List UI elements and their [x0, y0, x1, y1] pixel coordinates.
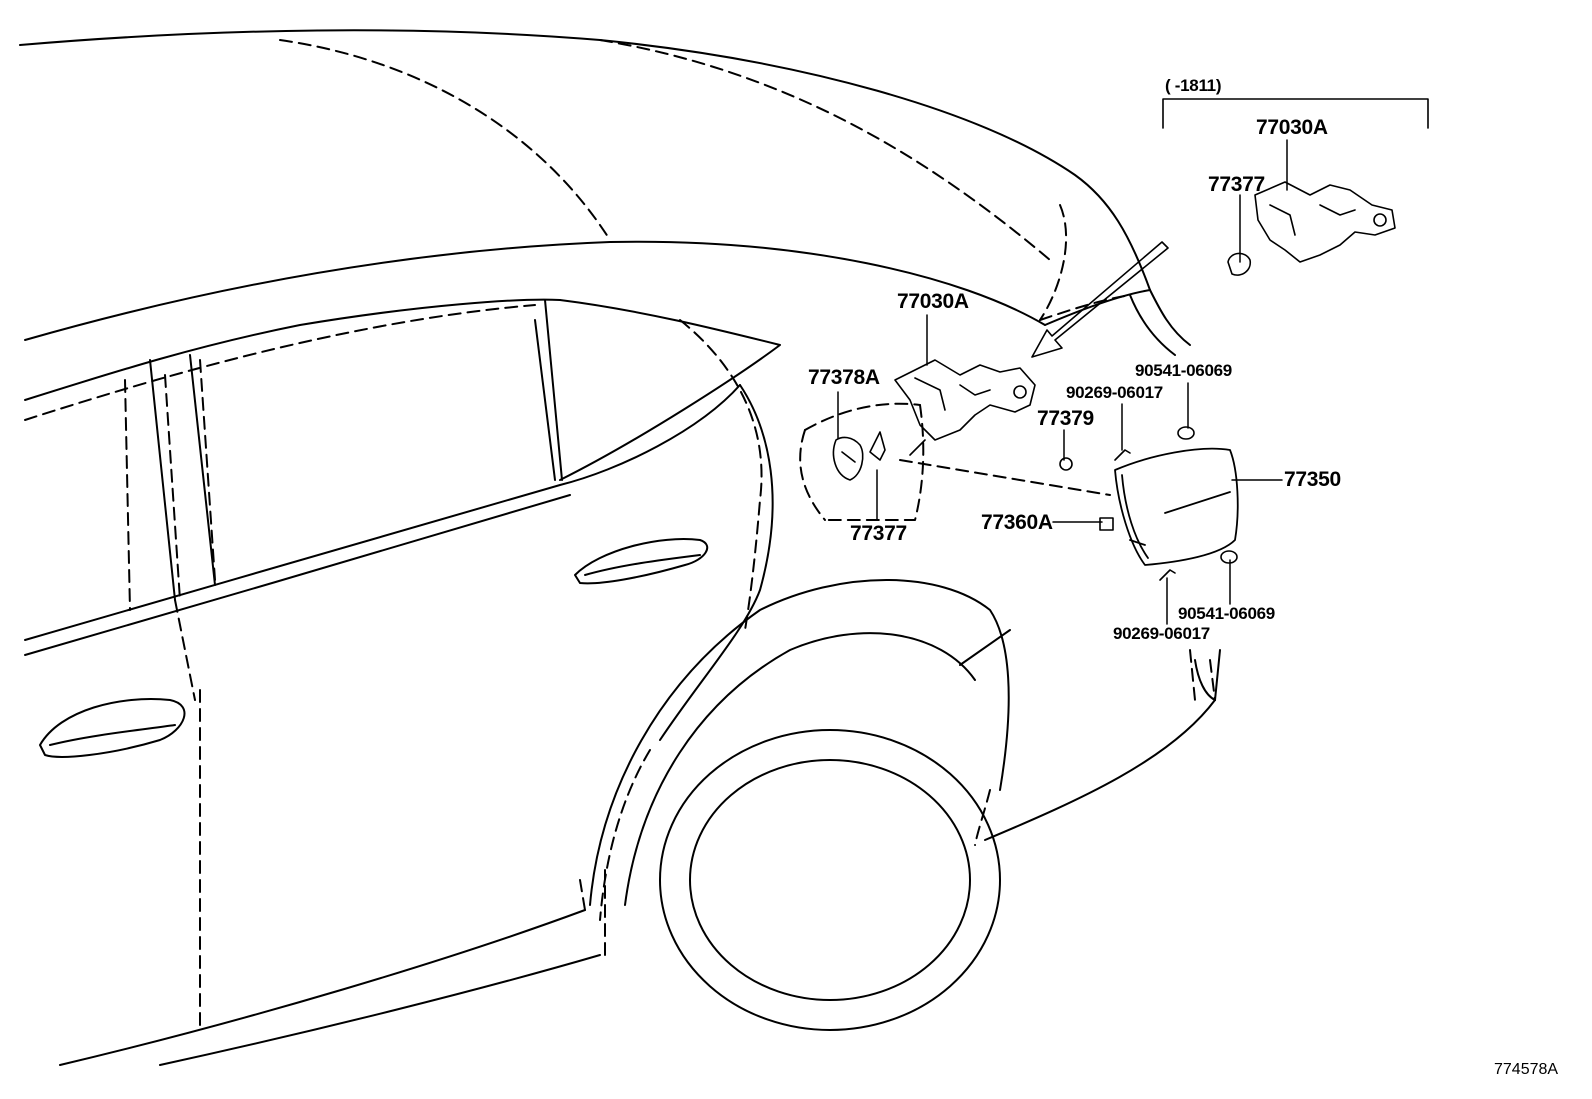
part-label-77030A-top: 77030A [1256, 116, 1328, 139]
part-label-77377-main: 77377 [850, 522, 907, 545]
part-label-77360A: 77360A [981, 511, 1053, 534]
fasteners [1059, 426, 1238, 581]
part-label-90269-bottom: 90269-06017 [1113, 624, 1210, 643]
variant-note: ( -1811) [1165, 76, 1222, 95]
variant-bracket [1162, 98, 1429, 129]
car-body-outline [19, 29, 1221, 1066]
leader-lines [837, 139, 1288, 625]
part-label-77030A-main: 77030A [897, 290, 969, 313]
fuel-door-77350 [1114, 447, 1239, 566]
hidden-lines [24, 39, 1216, 1031]
part-label-77377-top: 77377 [1208, 173, 1265, 196]
part-label-90269-top: 90269-06017 [1066, 383, 1163, 402]
lock-actuator-main [832, 359, 1036, 481]
part-label-90541-top: 90541-06069 [1135, 361, 1232, 380]
lock-actuator-variant [1227, 181, 1396, 276]
part-label-77350: 77350 [1284, 468, 1341, 491]
direction-arrow [1031, 241, 1169, 358]
part-label-90541-bottom: 90541-06069 [1178, 604, 1275, 623]
part-label-77379: 77379 [1037, 407, 1094, 430]
part-label-77378A: 77378A [808, 366, 880, 389]
diagram-reference-code: 774578A [1494, 1061, 1559, 1078]
